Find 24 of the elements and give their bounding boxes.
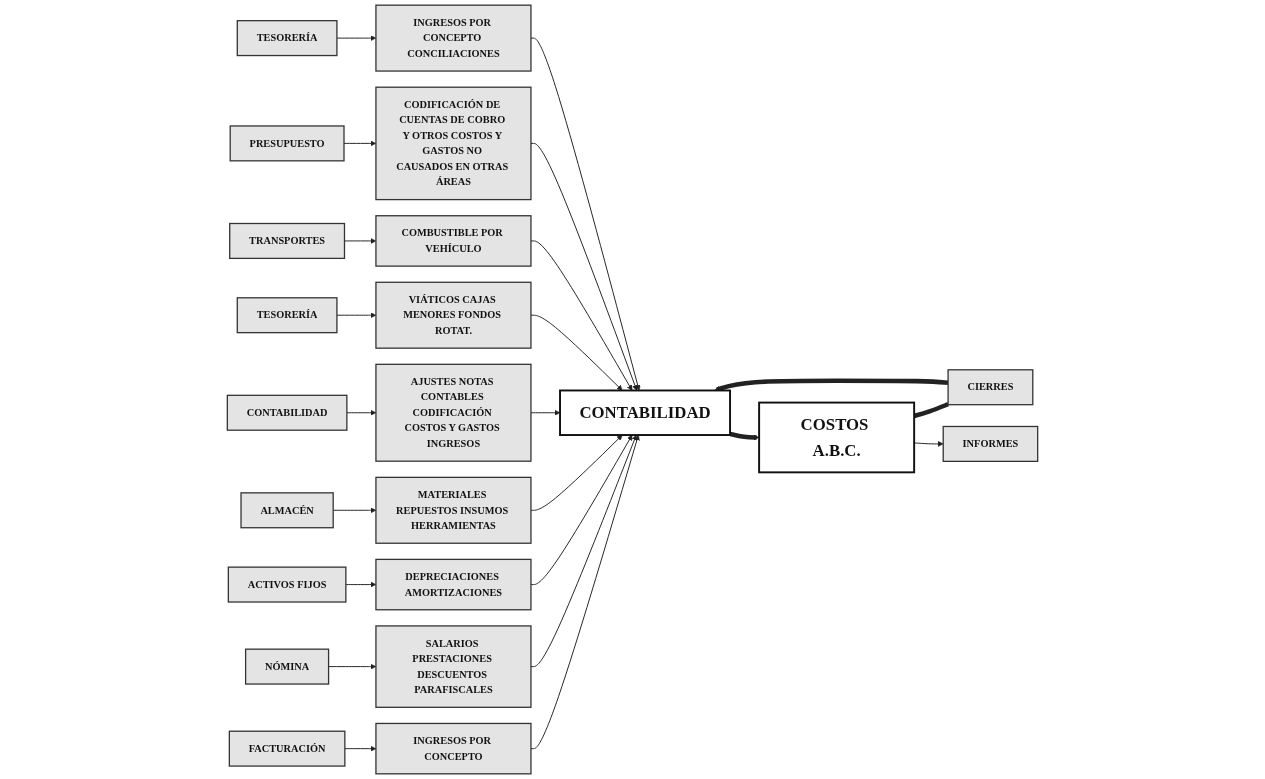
node-box: VIÁTICOS CAJAS MENORES FONDOS ROTAT.	[375, 281, 532, 349]
node-box: FACTURACIÓN	[228, 730, 346, 767]
node-box: TESORERÍA	[236, 297, 338, 334]
node-box: CIERRES	[947, 369, 1034, 406]
arrow	[729, 431, 760, 441]
node-box: INGRESOS POR CONCEPTO CONCILIACIONES	[375, 4, 532, 72]
node-box: ACTIVOS FIJOS	[227, 566, 347, 603]
arrow	[714, 378, 949, 392]
node-box: INFORMES	[942, 425, 1039, 462]
node-box: COMBUSTIBLE POR VEHÍCULO	[375, 215, 532, 267]
node-box: PRESUPUESTO	[229, 125, 345, 162]
node-box: TESORERÍA	[236, 20, 338, 57]
node-box: COSTOS A.B.C.	[758, 401, 916, 474]
node-box: TRANSPORTES	[229, 222, 346, 259]
node-box: DEPRECIACIONES AMORTIZACIONES	[375, 558, 532, 611]
node-box: MATERIALES REPUESTOS INSUMOS HERRAMIENTAS	[375, 476, 532, 544]
node-box: CONTABILIDAD	[559, 389, 731, 436]
node-box: SALARIOS PRESTACIONES DESCUENTOS PARAFISCALES	[375, 625, 532, 708]
node-box: CODIFICACIÓN DE CUENTAS DE COBRO Y OTROS COSTOS Y GASTOS NO CAUSADOS EN OTRAS ÁREAS	[375, 86, 532, 201]
node-box: INGRESOS POR CONCEPTO	[375, 722, 532, 775]
node-box: CONTABILIDAD	[226, 394, 348, 431]
node-box: AJUSTES NOTAS CONTABLES CODIFICACIÓN COSTOS Y GASTOS INGRESOS	[375, 363, 532, 462]
node-box: NÓMINA	[244, 648, 330, 685]
node-box: ALMACÉN	[240, 492, 334, 529]
